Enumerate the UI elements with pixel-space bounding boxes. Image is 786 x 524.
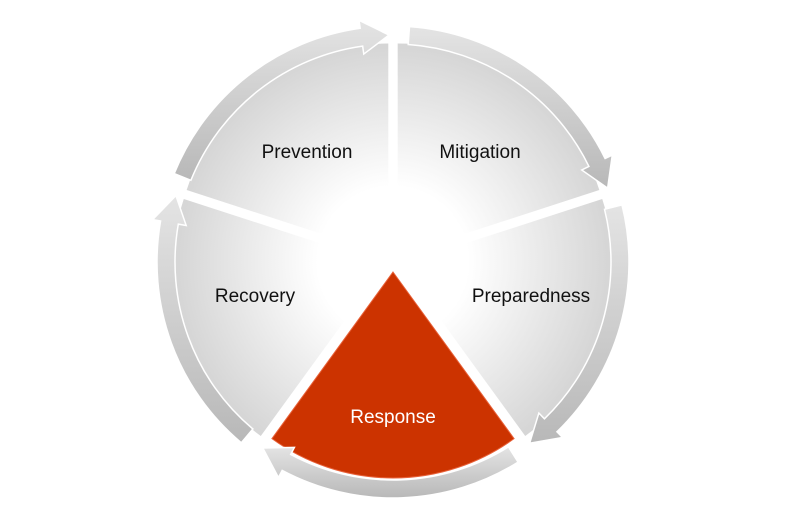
phase-label-prevention: Prevention (261, 142, 353, 163)
cycle-arrow-icon (407, 25, 614, 190)
segment-prevention (186, 43, 389, 256)
phase-label-response: Response (350, 407, 436, 428)
segment-response (271, 271, 515, 479)
cycle-arrow-icon (261, 445, 520, 499)
cycle-arrow-icon (151, 194, 254, 444)
phase-label-mitigation: Mitigation (439, 142, 521, 163)
phase-label-preparedness: Preparedness (471, 286, 591, 307)
cycle-arrow-icon (528, 203, 630, 445)
phase-label-recovery: Recovery (214, 286, 296, 307)
cycle-arrow-icon (173, 19, 391, 182)
segment-preparedness (400, 198, 613, 436)
segment-recovery (173, 198, 386, 436)
segment-mitigation (397, 43, 600, 256)
